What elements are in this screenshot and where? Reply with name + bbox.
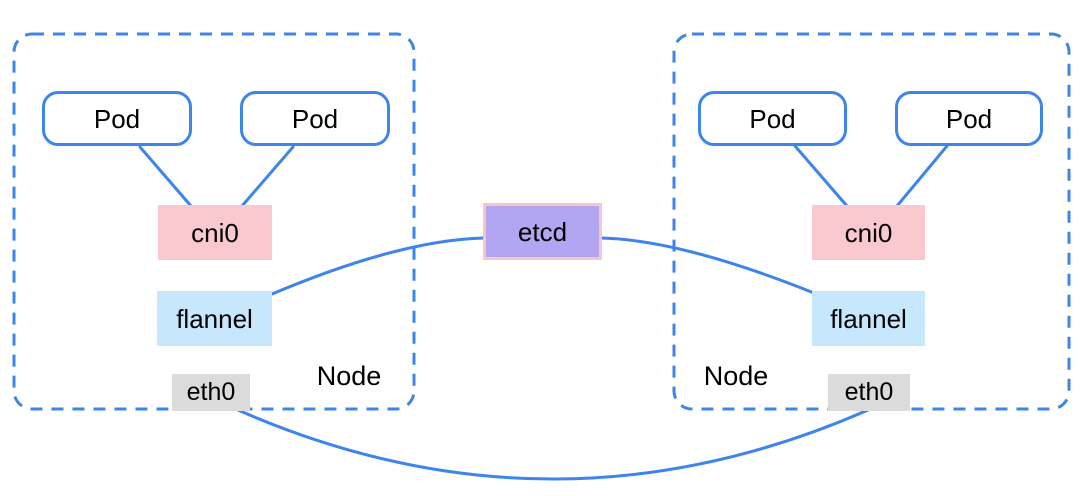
eth0-box-right: eth0 bbox=[828, 374, 910, 411]
pod-box-right-1: Pod bbox=[698, 91, 847, 146]
pod-label: Pod bbox=[749, 103, 796, 134]
pod1-to-cni0-link-right bbox=[793, 144, 849, 208]
cni0-box-left: cni0 bbox=[158, 205, 272, 260]
node-label-right: Node bbox=[703, 361, 769, 391]
pod2-to-cni0-link-right bbox=[895, 144, 949, 208]
pod1-to-cni0-link-left bbox=[138, 145, 193, 208]
flannel-label: flannel bbox=[176, 303, 253, 334]
pod-label: Pod bbox=[291, 103, 339, 134]
eth0-label: eth0 bbox=[186, 378, 236, 406]
flannel-label: flannel bbox=[830, 303, 907, 334]
cni0-label: cni0 bbox=[191, 217, 239, 248]
etcd-label: etcd bbox=[517, 216, 568, 247]
pod-box-left-1: Pod bbox=[42, 91, 192, 146]
pod-label: Pod bbox=[93, 103, 141, 134]
node-label-left: Node bbox=[316, 361, 382, 391]
etcd-box: etcd bbox=[483, 203, 602, 260]
cni0-label: cni0 bbox=[844, 217, 893, 248]
pod2-to-cni0-link-left bbox=[240, 145, 295, 208]
pod-label: Pod bbox=[945, 103, 993, 134]
cni0-box-right: cni0 bbox=[812, 205, 925, 260]
eth0-box-left: eth0 bbox=[172, 374, 250, 411]
pod-box-left-2: Pod bbox=[240, 91, 390, 146]
etcd-to-flannel-right-link bbox=[599, 236, 816, 295]
flannel-box-left: flannel bbox=[157, 291, 272, 346]
eth0-to-eth0-link bbox=[236, 408, 870, 481]
pod-box-right-2: Pod bbox=[895, 91, 1043, 146]
eth0-label: eth0 bbox=[844, 378, 894, 406]
flannel-left-to-etcd-link bbox=[270, 236, 486, 296]
flannel-box-right: flannel bbox=[812, 291, 925, 346]
